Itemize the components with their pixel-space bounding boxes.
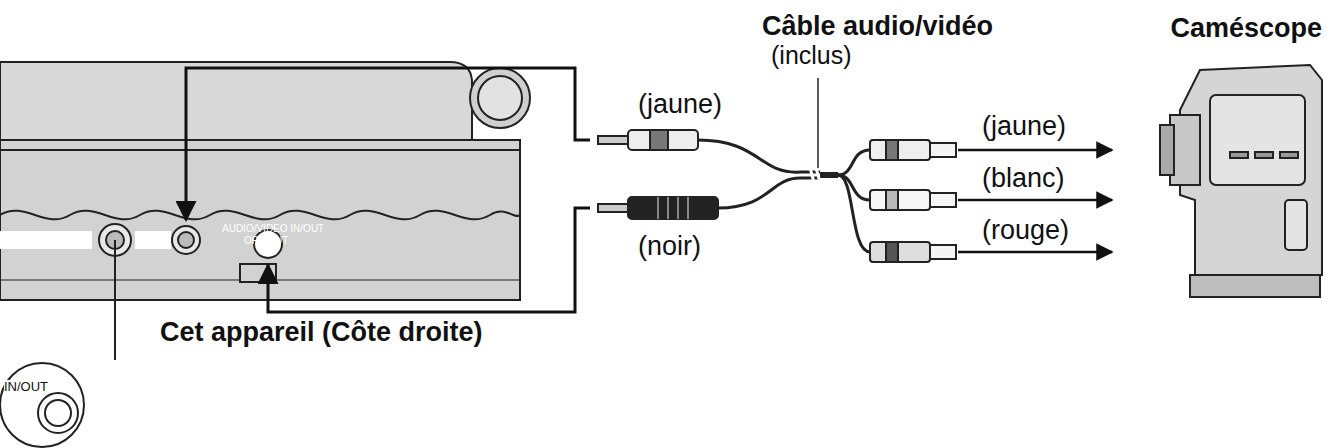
device-body	[0, 62, 530, 300]
camcorder-heading: Caméscope	[1170, 14, 1322, 44]
cable-note: (inclus)	[771, 42, 852, 70]
plug-color: (jaune)	[638, 90, 722, 120]
jack-label: AUDIO/VIDEO IN/OUT	[222, 223, 324, 234]
plug-color: (rouge)	[982, 216, 1069, 246]
plug-color: (blanc)	[982, 164, 1065, 194]
camcorder	[1160, 65, 1322, 297]
plug-wires	[186, 68, 590, 312]
jack-label: IN/OUT	[4, 380, 48, 394]
camcorder-node: Caméscope	[1150, 8, 1326, 300]
jack-label: OPT OUT	[244, 235, 288, 246]
plug-arrows	[958, 150, 1112, 252]
device-node: Cet appareil (Côte droite)	[0, 60, 600, 360]
jack-magnifier	[0, 240, 115, 447]
cable-title: Câble audio/vidéo	[762, 12, 993, 42]
av-cable	[598, 78, 956, 262]
plug-color: (noir)	[638, 232, 701, 262]
device-heading: Cet appareil (Côte droite)	[160, 318, 483, 348]
plug-color: (jaune)	[982, 112, 1066, 142]
